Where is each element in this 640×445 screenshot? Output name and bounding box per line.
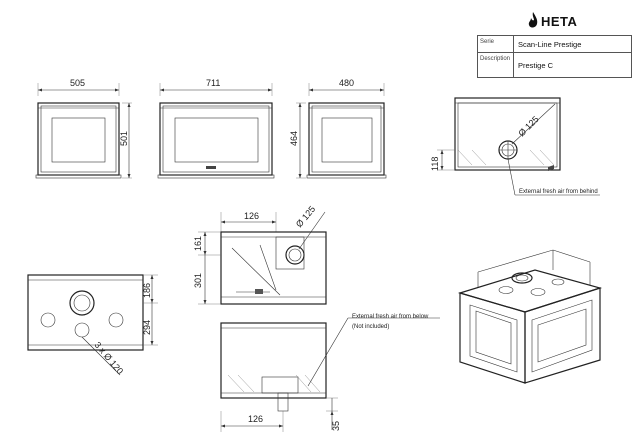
dim-mid-height-1: 161 — [193, 236, 203, 251]
description-value: Prestige C — [518, 61, 554, 70]
flame-icon — [528, 12, 538, 28]
dim-front-height: 501 — [119, 131, 129, 146]
dim-front-width: 505 — [70, 78, 85, 88]
dim-bottom-holes: 3 x Ø 120 — [92, 340, 125, 376]
dim-rear-air-height: 118 — [430, 157, 440, 171]
rear-view: Ø 125 118 External fresh air from behind — [430, 97, 600, 196]
title-block: Serie Scan-Line Prestige Description Pre… — [477, 35, 632, 78]
note-fresh-air-below: External fresh air from below — [352, 314, 429, 320]
dim-side-height: 464 — [289, 131, 299, 146]
title-block-description-row: Description Prestige C — [478, 53, 631, 78]
dim-rear-air-diameter: Ø 125 — [516, 114, 540, 138]
dim-mid-offset: 126 — [244, 211, 259, 221]
brand-name: HETA — [541, 13, 578, 29]
dim-mid-height-2: 301 — [193, 273, 203, 288]
side-view: 480 464 — [289, 78, 387, 179]
front-view: 505 501 — [35, 78, 132, 179]
dim-mid-air-diameter: Ø 125 — [294, 204, 317, 229]
middle-top-view: 126 Ø 125 161 301 — [193, 204, 327, 305]
title-block-serie-row: Serie Scan-Line Prestige — [478, 36, 631, 53]
description-label: Description — [478, 53, 514, 78]
main-view: 711 — [157, 78, 275, 179]
dim-lower-offset: 126 — [248, 414, 263, 424]
dim-lower-height: 35 — [331, 421, 341, 431]
heta-logo: HETA — [528, 10, 577, 32]
lower-view: External fresh air from below (Not inclu… — [220, 314, 440, 432]
note-not-included: (Not included) — [352, 324, 389, 330]
note-fresh-air-behind: External fresh air from behind — [519, 189, 598, 195]
isometric-view — [457, 164, 603, 384]
bottom-view: 3 x Ø 120 186 294 — [27, 274, 158, 376]
serie-label: Serie — [478, 36, 514, 52]
dim-side-width: 480 — [339, 78, 354, 88]
dim-bottom-height-1: 186 — [142, 283, 152, 298]
serie-value: Scan-Line Prestige — [518, 40, 582, 49]
dim-main-width: 711 — [206, 78, 220, 88]
dim-bottom-height-2: 294 — [142, 320, 152, 335]
